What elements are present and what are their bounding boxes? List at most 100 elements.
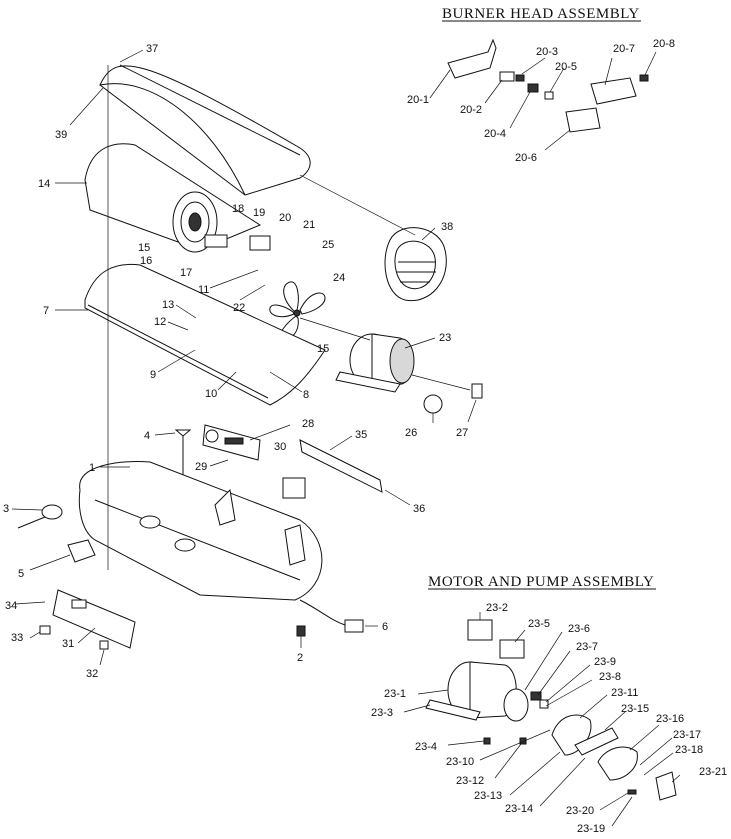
motor-part xyxy=(335,333,415,393)
callout-36: 36 xyxy=(413,503,425,515)
callout-23-2: 23-2 xyxy=(486,602,508,614)
part-20-8 xyxy=(639,74,649,82)
fuel-gauge-part xyxy=(67,539,96,563)
callout-20-2: 20-2 xyxy=(460,104,482,116)
burner-head-heading: BURNER HEAD ASSEMBLY xyxy=(442,6,640,22)
part-23-21 xyxy=(655,771,677,801)
power-cord-part xyxy=(299,599,364,633)
callout-1: 1 xyxy=(89,462,95,474)
callout-15a: 15 xyxy=(138,242,150,254)
callout-14: 14 xyxy=(38,178,50,190)
callout-37: 37 xyxy=(146,43,158,55)
control-board-part xyxy=(202,424,261,461)
callout-15b: 15 xyxy=(317,343,329,355)
upper-shell-part xyxy=(99,64,311,196)
part-23-6 xyxy=(503,688,529,722)
callout-20-3: 20-3 xyxy=(536,46,558,58)
callout-7: 7 xyxy=(43,305,49,317)
callout-39: 39 xyxy=(55,129,67,141)
callout-10: 10 xyxy=(205,388,217,400)
part-20-3 xyxy=(515,74,525,82)
callout-26: 26 xyxy=(405,427,417,439)
callout-11: 11 xyxy=(198,284,209,296)
callout-27: 27 xyxy=(456,427,468,439)
callout-20-8: 20-8 xyxy=(653,38,675,50)
part-20-2 xyxy=(499,71,515,82)
callout-28: 28 xyxy=(302,418,314,430)
callout-23-6: 23-6 xyxy=(568,623,590,635)
callout-5: 5 xyxy=(18,568,24,580)
part-23-9 xyxy=(539,699,549,709)
callout-20-7: 20-7 xyxy=(613,43,635,55)
callout-29: 29 xyxy=(195,461,207,473)
callout-8: 8 xyxy=(303,389,309,401)
front-panel-part xyxy=(52,589,136,649)
callout-23-12: 23-12 xyxy=(456,775,484,787)
callout-23-19: 23-19 xyxy=(577,823,605,835)
callout-2: 2 xyxy=(297,652,303,664)
callout-23-18: 23-18 xyxy=(675,744,703,756)
foot-part xyxy=(296,625,306,637)
switch-part xyxy=(99,640,109,650)
callout-32: 32 xyxy=(86,668,98,680)
fan-blade-part xyxy=(269,281,326,340)
callout-20-5: 20-5 xyxy=(555,61,577,73)
callout-35: 35 xyxy=(355,429,367,441)
callout-23-5: 23-5 xyxy=(528,618,550,630)
callout-23-13: 23-13 xyxy=(474,790,502,802)
callout-23-7: 23-7 xyxy=(576,641,598,653)
part-23-3 xyxy=(425,699,481,721)
callout-13: 13 xyxy=(162,299,174,311)
combustion-chamber-part xyxy=(84,143,262,253)
transformer-part xyxy=(282,477,306,499)
callout-24: 24 xyxy=(333,272,345,284)
callout-12: 12 xyxy=(154,316,166,328)
part-20-4 xyxy=(527,83,539,93)
part-20-1 xyxy=(447,38,497,79)
callout-20: 20 xyxy=(279,212,291,224)
callout-19: 19 xyxy=(253,207,265,219)
callout-25: 25 xyxy=(322,239,334,251)
callout-23-4: 23-4 xyxy=(415,741,437,753)
part-23-15 xyxy=(574,727,619,756)
callout-23-15: 23-15 xyxy=(621,703,649,715)
callout-23-16: 23-16 xyxy=(656,713,684,725)
callout-23-8: 23-8 xyxy=(599,671,621,683)
callout-20-6: 20-6 xyxy=(515,152,537,164)
callout-21: 21 xyxy=(303,219,315,231)
filter-part xyxy=(471,383,483,399)
callout-23-10: 23-10 xyxy=(446,756,474,768)
part-23-20 xyxy=(627,789,637,795)
callout-23-9: 23-9 xyxy=(594,656,616,668)
callout-9: 9 xyxy=(150,369,156,381)
callout-23-1: 23-1 xyxy=(384,688,406,700)
callout-23-21: 23-21 xyxy=(699,766,727,778)
part-23-5 xyxy=(499,639,525,659)
callout-23-11: 23-11 xyxy=(611,687,638,699)
callout-38: 38 xyxy=(441,221,453,233)
part-23-2 xyxy=(467,619,493,641)
callout-6: 6 xyxy=(382,621,388,633)
label-33-part xyxy=(39,625,51,635)
adjust-knob-part xyxy=(423,394,443,414)
callout-20-1: 20-1 xyxy=(407,94,429,106)
electrode-20-part xyxy=(249,235,271,251)
fuel-tank-part xyxy=(78,461,323,601)
callout-22: 22 xyxy=(233,302,245,314)
callout-17: 17 xyxy=(180,267,192,279)
bracket-18-part xyxy=(204,234,228,248)
part-20-6 xyxy=(565,107,601,133)
part-23-4 xyxy=(483,737,491,745)
motor-pump-assembly: 23-2 23-5 23-6 23-7 23-9 23-8 23-11 23-1… xyxy=(371,602,727,835)
callout-34: 34 xyxy=(5,600,17,612)
main-callouts: 37 39 14 18 19 20 21 15 16 17 11 22 25 2… xyxy=(3,43,477,680)
callout-23-20: 23-20 xyxy=(566,805,594,817)
assembly-guide-lines xyxy=(107,65,471,570)
callout-18: 18 xyxy=(232,203,244,215)
callout-33: 33 xyxy=(11,632,23,644)
part-23-7 xyxy=(530,691,542,701)
lower-shell-part xyxy=(84,263,326,406)
callout-30: 30 xyxy=(274,441,286,453)
burner-head-assembly: 20-1 20-2 20-3 20-4 20-5 20-6 20-7 20-8 xyxy=(407,38,675,164)
